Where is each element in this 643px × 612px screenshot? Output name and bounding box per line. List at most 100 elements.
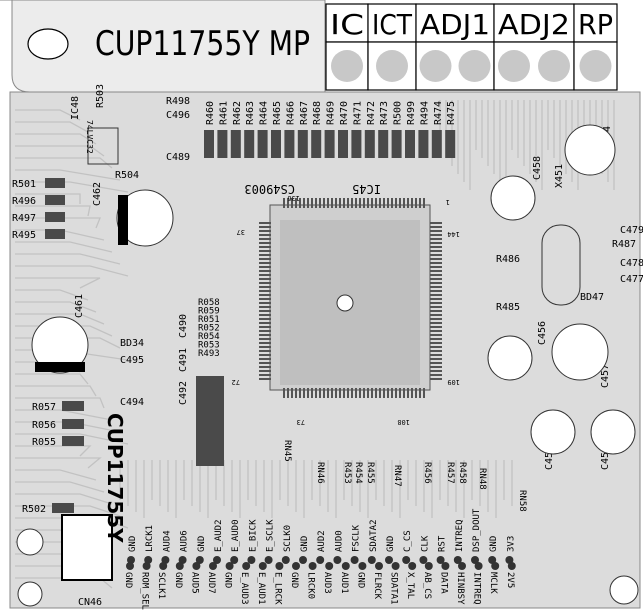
pin-label-top: E_AUD0 [231, 519, 241, 552]
ic-pin [315, 388, 317, 398]
ic-pin [403, 388, 405, 398]
part-label: IC48 [70, 96, 81, 120]
resistor-pad [297, 130, 308, 158]
ic-pin [430, 266, 442, 268]
pin-dot [209, 562, 217, 570]
ic-pin [259, 370, 271, 372]
pin-label-top: GND [197, 536, 207, 552]
ic-pin [367, 388, 369, 398]
pin-dot [441, 562, 450, 570]
resistor-label: R493 [198, 349, 220, 359]
check-circle [579, 50, 612, 82]
ic-pin [291, 198, 293, 208]
electrolytic-cap [551, 323, 609, 381]
resistor-label: R472 [366, 101, 377, 125]
pin-label-bottom: AUD3 [322, 572, 332, 594]
ic-pin [383, 388, 385, 398]
part-label: R503 [95, 84, 106, 108]
ic-pin [259, 322, 271, 324]
pin-label-bottom: ROM_SEL [140, 572, 150, 610]
ic-pin [423, 388, 425, 398]
electrolytic-cap [490, 175, 536, 221]
resistor-label: R464 [259, 101, 270, 125]
pin-label-top: LRCK1 [145, 525, 155, 552]
resistor-pad [405, 130, 415, 158]
pin-label-bottom: GND [123, 572, 133, 588]
ic-pin [259, 274, 271, 276]
ic-pin [430, 226, 442, 228]
ic-pin [259, 338, 271, 340]
resistor-pad [351, 130, 362, 158]
pin-dot [391, 562, 400, 570]
trace [15, 169, 121, 181]
resistor-label: R496 [12, 196, 36, 207]
ic-pin [430, 254, 442, 256]
trace [15, 121, 89, 133]
resistor-label: R059 [198, 307, 220, 317]
part-label: C490 [178, 314, 189, 338]
ic-pin [387, 388, 389, 398]
resistor-pad [311, 130, 322, 158]
table-header-label: ADJ1 [420, 8, 490, 41]
ic-pin [367, 198, 369, 208]
part-label: X451 [554, 164, 565, 188]
pin-dot [126, 562, 134, 570]
part-label: RN58 [517, 490, 527, 512]
ic-pin [430, 370, 442, 372]
pin-dot [144, 556, 153, 564]
ic-pin [323, 388, 325, 398]
pin-label-top: 3V3 [506, 536, 516, 552]
ic-pin [351, 198, 353, 208]
trace [15, 373, 89, 385]
part-label: C495 [120, 355, 144, 366]
pin-dot [213, 556, 221, 564]
resistor-label: R462 [232, 101, 243, 125]
part-label: C496 [166, 110, 190, 121]
resistor-label: R463 [245, 101, 256, 125]
ic-pin [287, 198, 289, 208]
ic-pin [259, 226, 271, 228]
ic-pin [415, 388, 417, 398]
mount-hole-bottom-right [609, 575, 639, 605]
ic-pin [259, 262, 271, 264]
trace [15, 217, 101, 229]
resistor-label: R473 [379, 101, 390, 125]
ic-pin [383, 198, 385, 208]
pin-label-bottom: AUD1 [339, 572, 349, 594]
ic-pin [299, 388, 301, 398]
pin-dot [308, 562, 317, 570]
mount-hole-top-left [27, 28, 69, 60]
table-header-cell [493, 3, 575, 43]
part-label: RN47 [392, 465, 402, 487]
pin-dot [385, 556, 393, 564]
resistor-pad [431, 130, 442, 158]
part-label: C461 [74, 294, 85, 318]
trace [15, 457, 102, 469]
mount-hole-bottom-left [17, 581, 43, 607]
pin-label-bottom: DATA [438, 572, 448, 594]
ic-pin [259, 342, 271, 344]
ic-pin [371, 388, 373, 398]
pin-dot [488, 556, 497, 564]
ic-pin [259, 258, 271, 260]
part-label: C491 [178, 348, 189, 372]
pin-label-top: SCLK0 [283, 525, 293, 552]
ic-pin [430, 306, 442, 308]
resistor-pad [45, 195, 65, 205]
ic-pin [259, 354, 271, 356]
resistor-pad [45, 229, 65, 239]
pin-dot [424, 562, 433, 570]
cap-polarity-band [118, 195, 128, 245]
pin-dot [402, 556, 411, 564]
pin-label-top: GND [300, 536, 310, 552]
ic-pin [259, 254, 271, 256]
resistor-pad [62, 436, 84, 446]
vertical-board-label: CUP11755Y [103, 413, 127, 543]
pin-dot [419, 556, 428, 564]
pin-dot [247, 556, 256, 564]
ic-pin [259, 374, 271, 376]
part-label: C489 [166, 152, 190, 163]
pin-dot [225, 562, 234, 570]
part-label: R457 [445, 462, 455, 484]
